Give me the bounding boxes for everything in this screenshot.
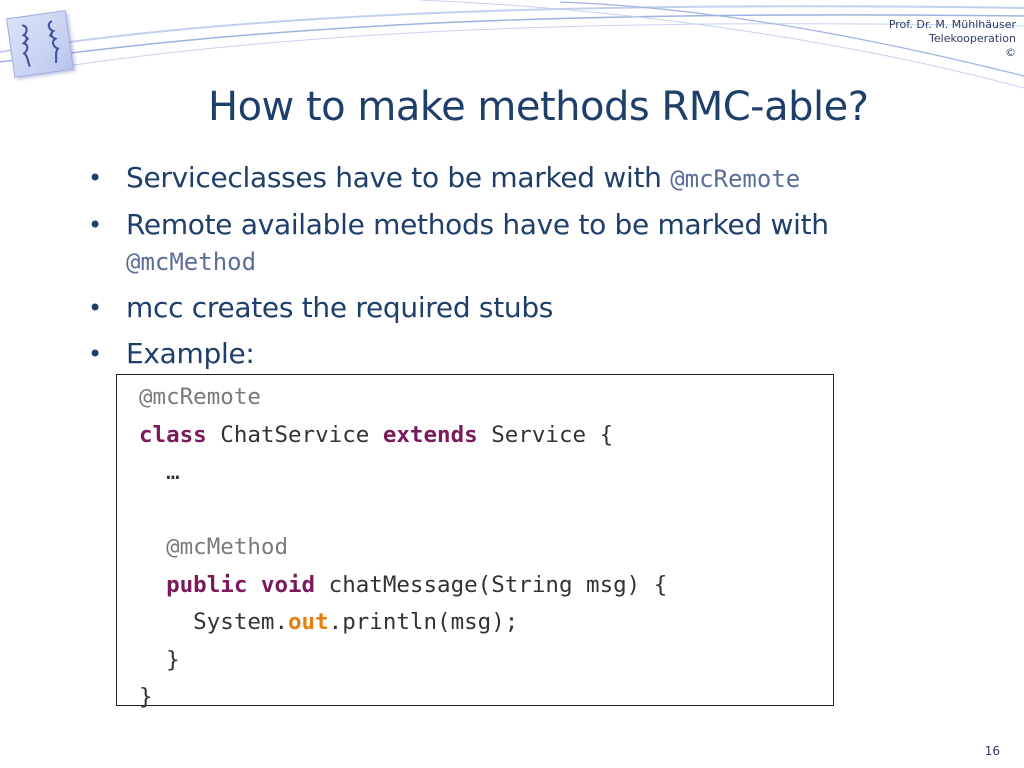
code-example-box: @mcRemote class ChatService extends Serv… [116, 374, 834, 710]
author-department: Telekooperation [929, 32, 1016, 45]
code-line: } [139, 642, 833, 680]
bullet-text: Remote available methods have to be mark… [126, 208, 829, 241]
code-text [139, 572, 166, 598]
code-text: Service { [477, 421, 614, 448]
code-text: System. [139, 609, 289, 635]
code-line: public void chatMessage(String msg) { [139, 567, 833, 605]
code-text: } [139, 646, 180, 673]
author-info: Prof. Dr. M. Mühlhäuser Telekooperation … [796, 18, 1016, 60]
code-text: … [139, 459, 180, 485]
bullet-item: • mcc creates the required stubs [88, 290, 948, 326]
copyright-mark: © [1005, 46, 1016, 59]
bullet-code: @mcMethod [126, 248, 257, 276]
code-keyword: public [166, 571, 248, 598]
code-text: chatMessage(String msg) { [315, 571, 668, 598]
code-keyword: void [260, 571, 316, 598]
slide-title: How to make methods RMC-able? [208, 84, 869, 130]
bullet-item: • Example: [88, 336, 948, 372]
bullet-dot-icon: • [88, 211, 103, 239]
code-line: } [139, 679, 833, 717]
code-line [139, 492, 833, 530]
bullet-text: mcc creates the required stubs [126, 291, 554, 324]
header-swoosh [0, 0, 1024, 89]
bullet-dot-icon: • [88, 340, 103, 368]
bullet-dot-icon: • [88, 294, 103, 322]
code-text: ChatService [206, 421, 383, 448]
faces-logo-icon [6, 10, 74, 78]
code-line: System.out.println(msg); [139, 604, 833, 642]
bullet-dot-icon: • [88, 164, 103, 192]
bullet-text: Example: [126, 337, 255, 370]
code-annotation: @mcRemote [139, 384, 261, 410]
code-text [247, 572, 261, 598]
author-name: Prof. Dr. M. Mühlhäuser [888, 18, 1016, 31]
code-line: @mcMethod [139, 529, 833, 567]
code-annotation: @mcMethod [139, 534, 289, 560]
code-keyword: extends [382, 421, 478, 448]
bullet-list: • Serviceclasses have to be marked with … [88, 160, 948, 382]
code-line: @mcRemote [139, 379, 833, 417]
page-number: 16 [984, 744, 1000, 758]
bullet-item: • Remote available methods have to be ma… [88, 207, 948, 280]
code-text: } [139, 684, 153, 710]
code-field: out [288, 609, 329, 635]
code-keyword: class [139, 421, 207, 448]
code-line: class ChatService extends Service { [139, 417, 833, 455]
bullet-item: • Serviceclasses have to be marked with … [88, 160, 948, 197]
code-line: … [139, 454, 833, 492]
code-text: .println(msg); [328, 609, 519, 635]
bullet-code: @mcRemote [670, 165, 801, 193]
bullet-text: Serviceclasses have to be marked with [126, 161, 671, 194]
